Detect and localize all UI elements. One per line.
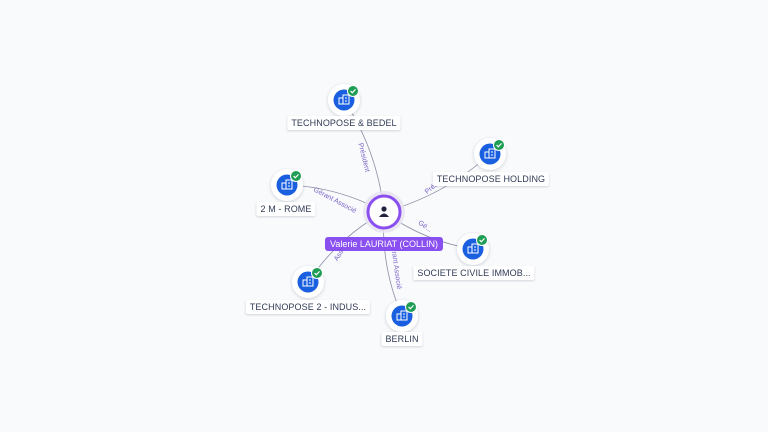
- verified-badge-icon: [311, 267, 323, 279]
- person-node[interactable]: [363, 191, 405, 233]
- company-node-berlin[interactable]: [386, 300, 418, 332]
- building-icon: [302, 276, 314, 287]
- company-node-bedel[interactable]: [328, 84, 360, 116]
- verified-badge-icon: [476, 234, 488, 246]
- company-label-civile[interactable]: SOCIETE CIVILE IMMOB...: [413, 266, 535, 280]
- building-icon: [484, 148, 496, 159]
- company-label-berlin[interactable]: BERLIN: [381, 332, 423, 346]
- company-label-indus[interactable]: TECHNOPOSE 2 - INDUS...: [245, 300, 371, 314]
- verified-badge-icon: [493, 139, 505, 151]
- building-icon: [467, 243, 479, 254]
- edge-label-civile: Gé...: [417, 220, 434, 234]
- verified-badge-icon: [405, 301, 417, 313]
- company-label-rome[interactable]: 2 M - ROME: [256, 202, 316, 216]
- building-icon: [281, 179, 293, 190]
- person-name-label[interactable]: Valerie LAURIAT (COLLIN): [324, 237, 444, 251]
- company-node-civile[interactable]: [457, 233, 489, 265]
- person-icon: [379, 206, 389, 217]
- company-node-indus[interactable]: [292, 266, 324, 298]
- company-label-bedel[interactable]: TECHNOPOSE & BEDEL: [287, 116, 401, 130]
- company-node-holding[interactable]: [474, 138, 506, 170]
- nodes: [271, 84, 506, 332]
- verified-badge-icon: [290, 170, 302, 182]
- verified-badge-icon: [347, 85, 359, 97]
- person-node-ring: [366, 194, 402, 230]
- building-icon: [396, 310, 408, 321]
- edge-label-rome: Gérant Associé: [312, 186, 357, 215]
- company-label-holding[interactable]: TECHNOPOSE HOLDING: [432, 172, 550, 186]
- company-node-rome[interactable]: [271, 169, 303, 201]
- building-icon: [338, 94, 350, 105]
